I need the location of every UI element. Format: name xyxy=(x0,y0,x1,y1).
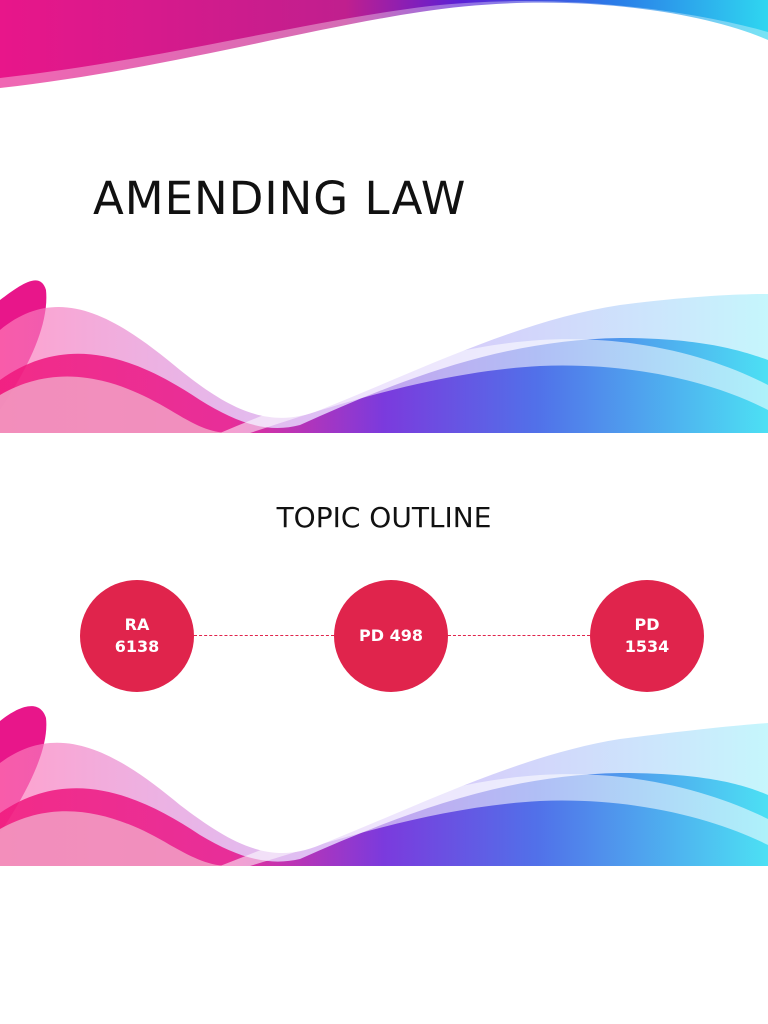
outline-node-pd-498: PD 498 xyxy=(334,580,448,692)
decorative-wave-graphic xyxy=(0,706,768,866)
page-blank-area xyxy=(0,866,768,1024)
connector-line xyxy=(448,635,590,636)
decorative-wave-graphic xyxy=(0,0,768,433)
outline-node-label: PD 1534 xyxy=(624,615,670,656)
slide-title: AMENDING LAW xyxy=(0,0,768,433)
slide-topic-outline: TOPIC OUTLINE RA 6138 PD 498 PD 1534 xyxy=(0,433,768,866)
slide-title-text: AMENDING LAW xyxy=(93,172,467,225)
outline-node-label: PD 498 xyxy=(359,626,423,645)
outline-node-ra-6138: RA 6138 xyxy=(80,580,194,692)
connector-line xyxy=(194,635,334,636)
topic-outline-title: TOPIC OUTLINE xyxy=(276,501,492,534)
outline-node-label: RA 6138 xyxy=(114,615,160,656)
outline-node-pd-1534: PD 1534 xyxy=(590,580,704,692)
